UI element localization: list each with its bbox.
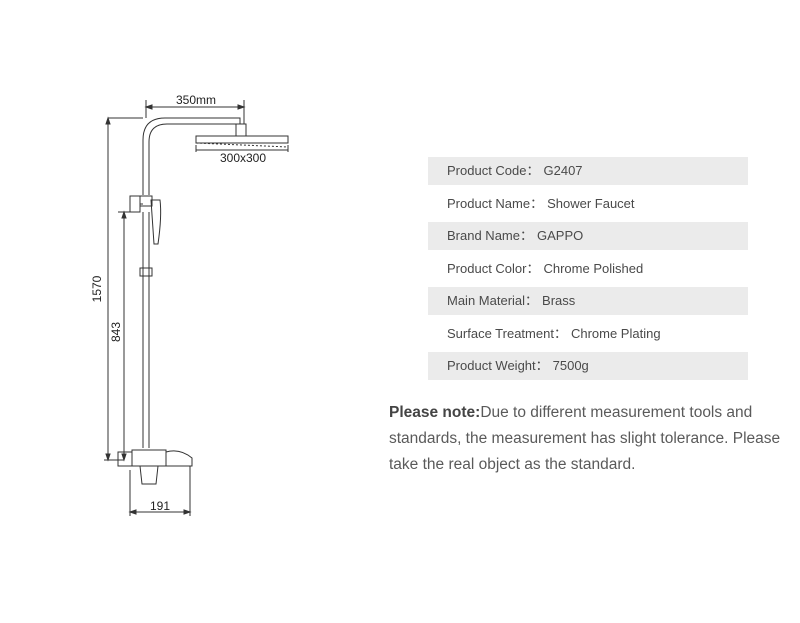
head-connector <box>235 123 247 137</box>
spec-label: Main Material： <box>447 293 539 308</box>
arm-reach-label: 350mm <box>176 93 216 107</box>
shower-arm-inner <box>148 123 236 195</box>
spec-row-product-code: Product Code：G2407 <box>428 157 748 185</box>
spec-label: Product Name： <box>447 195 544 211</box>
spout-length-label: 191 <box>150 499 170 513</box>
spec-row-product-name: Product Name：Shower Faucet <box>428 190 748 218</box>
wall-bracket <box>129 195 141 213</box>
spout-dim-arrow-right <box>183 509 192 515</box>
spec-row-product-weight: Product Weight：7500g <box>428 352 748 380</box>
spec-label: Surface Treatment： <box>447 325 567 341</box>
shower-arm-outer <box>142 117 241 195</box>
mixer-dim-arrow-top <box>121 210 127 219</box>
spec-value: 7500g <box>552 358 589 373</box>
spec-row-surface-treatment: Surface Treatment：Chrome Plating <box>428 320 748 348</box>
spec-label: Brand Name： <box>447 228 533 243</box>
arm-dim-arrow-right <box>237 104 246 110</box>
mixer-height-label: 843 <box>109 322 123 342</box>
spec-row-product-color: Product Color：Chrome Polished <box>428 255 748 283</box>
spec-table: Product Code：G2407 Product Name：Shower F… <box>428 157 748 385</box>
spec-value: Brass <box>542 293 576 308</box>
spec-label: Product Color： <box>447 260 540 276</box>
note-label: Please note: <box>389 404 481 421</box>
shower-head-spray <box>195 142 289 148</box>
arm-dim-arrow-left <box>144 104 153 110</box>
spec-value: GAPPO <box>536 228 584 243</box>
height-dim-arrow-top <box>105 116 111 125</box>
spec-value: Shower Faucet <box>547 195 635 211</box>
mixer-lever <box>165 450 193 467</box>
spec-row-brand-name: Brand Name：GAPPO <box>428 222 748 250</box>
spout-dim-arrow-left <box>128 509 137 515</box>
head-size-label: 300x300 <box>220 151 266 165</box>
spec-label: Product Code： <box>447 163 540 178</box>
spec-label: Product Weight： <box>447 358 549 373</box>
slider <box>139 267 153 277</box>
total-height-label: 1570 <box>90 275 104 302</box>
hand-shower-holder <box>139 195 153 207</box>
shower-head <box>195 135 289 144</box>
mixer-dim-arrow-bottom <box>121 453 127 462</box>
mixer-body <box>131 449 167 467</box>
spec-row-main-material: Main Material：Brass <box>428 287 748 315</box>
hand-shower <box>150 199 162 245</box>
measurement-note: Please note:Due to different measurement… <box>389 400 789 478</box>
spec-value: Chrome Polished <box>543 260 644 276</box>
height-dim-arrow-bottom <box>105 453 111 462</box>
note-text: Due to different measurement tools and s… <box>389 404 781 473</box>
spec-value: G2407 <box>543 163 583 178</box>
mixer-spout <box>139 465 159 485</box>
spec-value: Chrome Plating <box>570 325 661 341</box>
